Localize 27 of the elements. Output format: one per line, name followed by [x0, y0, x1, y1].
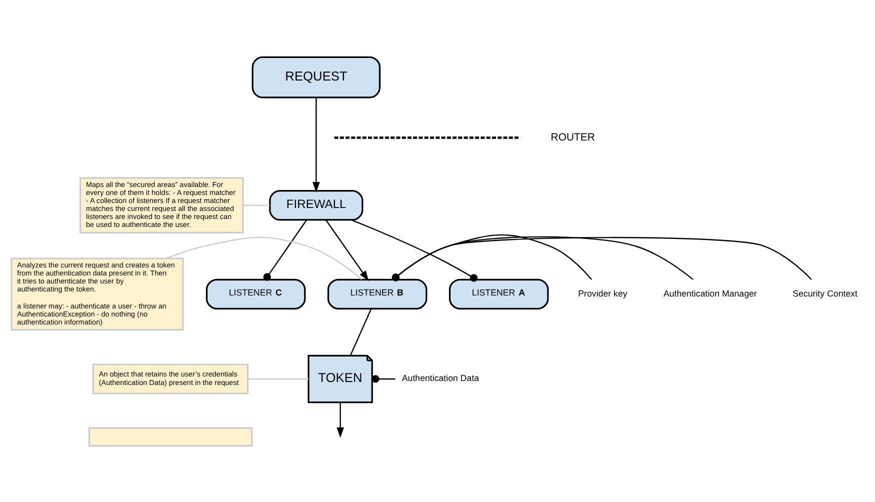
node-box: An object that retains the user’s credentials (Authentication Data) present in the request	[92, 363, 249, 394]
connector	[392, 234, 592, 281]
connector	[392, 236, 694, 281]
node-box	[88, 426, 253, 446]
connector	[263, 219, 307, 280]
node-box: LISTENER B	[327, 278, 428, 309]
node-text: Security Context	[792, 288, 858, 298]
node-box: REQUEST	[252, 56, 381, 98]
node-box: Analyzes the current request and creates a token from the authentication data present in it. Then it tries to authenticate the user by authenticating the token. a listener may: - authenticate a user - throw an AuthenticationException - do nothing (no authentication information)	[10, 257, 184, 330]
node-box: LISTENER C	[206, 278, 306, 309]
node-box: FIREWALL	[269, 190, 364, 220]
connector	[392, 236, 812, 281]
connector	[248, 378, 309, 380]
arrow	[336, 402, 344, 438]
node-box: LISTENER A	[448, 278, 549, 309]
node-text: Authentication Data	[402, 372, 480, 383]
connector	[350, 308, 372, 356]
connector	[166, 236, 362, 280]
connector	[351, 218, 478, 282]
connector	[372, 374, 396, 382]
arrow	[312, 97, 320, 192]
node-text: Provider key	[578, 288, 628, 298]
node-text: Authentication Manager	[663, 288, 757, 298]
node-box: Maps all the “secured areas” available. For every one of them it holds: - A request matcher - A collection of listeners If a request matcher matches the current request all the associated listeners are invoked to see if the request can be used to authenticate the user.	[80, 176, 244, 233]
connector	[243, 204, 270, 206]
label: ROUTER	[550, 132, 595, 143]
arrow	[326, 219, 369, 281]
